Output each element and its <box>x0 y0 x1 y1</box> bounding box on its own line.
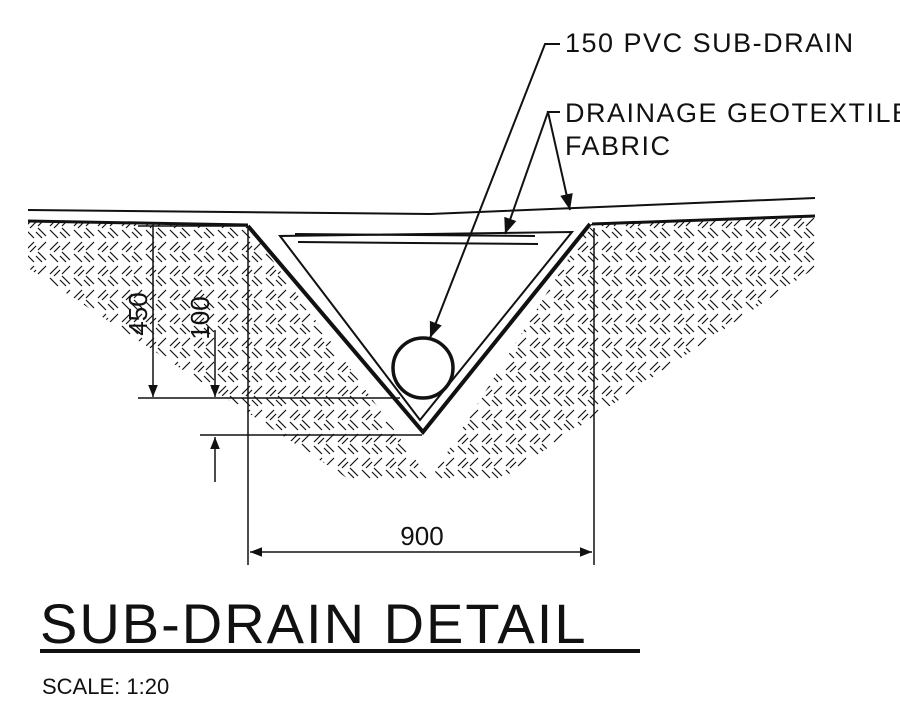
trench-fill <box>248 224 590 432</box>
dim-900-label: 900 <box>400 521 443 551</box>
scale-note: SCALE: 1:20 <box>42 674 169 699</box>
pipe-label: 150 PVC SUB-DRAIN <box>565 28 855 58</box>
fabric-label-line2: FABRIC <box>565 131 672 161</box>
fabric-leader-1 <box>504 111 549 235</box>
dim-100-label: 100 <box>185 296 215 339</box>
backfill-line-1 <box>294 233 536 237</box>
fabric-label-line1: DRAINAGE GEOTEXTILE <box>565 98 900 128</box>
fabric-leader-2 <box>546 111 573 211</box>
dim-450-label: 450 <box>123 292 153 335</box>
soil-hatch-right <box>430 218 815 480</box>
pipe-leader <box>429 43 560 339</box>
backfill-line-2 <box>297 241 539 245</box>
finished-surface-line <box>27 197 816 216</box>
ground-line-right <box>591 214 816 226</box>
ground-line-left <box>27 219 249 227</box>
drawing-title: SUB-DRAIN DETAIL <box>40 592 587 655</box>
geotextile-fabric <box>278 230 575 422</box>
trench-outline <box>246 222 592 436</box>
pvc-pipe <box>391 336 455 400</box>
soil-hatch-left <box>28 222 430 480</box>
